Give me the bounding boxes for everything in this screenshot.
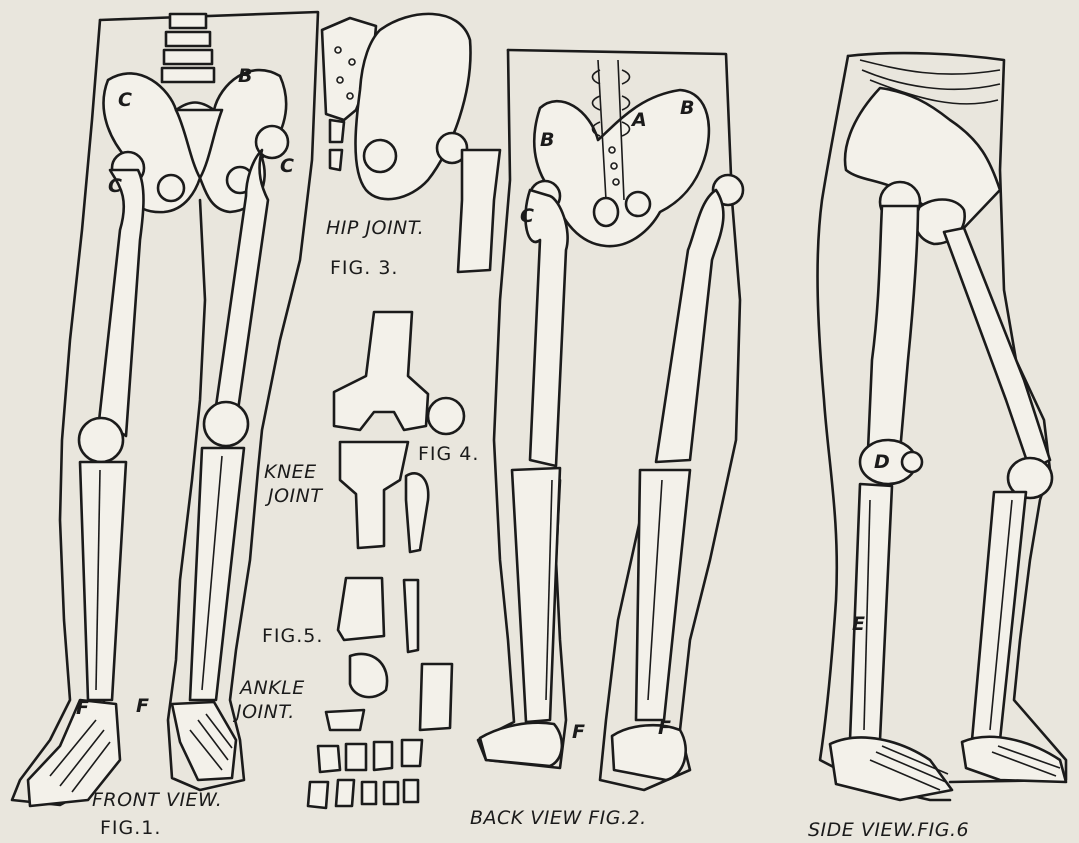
fig1-number-caption: FIG.1. xyxy=(100,817,161,839)
fig1-label-c-upper: C xyxy=(118,89,132,111)
fig1-label-c-right: C xyxy=(280,155,294,177)
fig2-label-b-right: B xyxy=(680,97,694,119)
fig3-title: HIP JOINT. xyxy=(326,217,424,239)
fig1-label-f-right: F xyxy=(136,695,149,717)
fig2-label-f-right: F xyxy=(658,717,671,739)
fig4-knee-joint-drawing: FIG 4. KNEE JOINT xyxy=(264,312,479,552)
fig4-knee-label-line1: KNEE xyxy=(264,461,317,483)
fig4-number-caption: FIG 4. xyxy=(418,443,479,465)
fig6-caption: SIDE VIEW.FIG.6 xyxy=(808,819,969,841)
fig3-hip-joint-drawing: HIP JOINT. FIG. 3. xyxy=(322,14,500,279)
fig3-number-caption: FIG. 3. xyxy=(330,257,398,279)
fig5-number-caption: FIG.5. xyxy=(262,625,323,647)
fig6-label-d: D xyxy=(874,451,890,473)
fig2-label-b-left: B xyxy=(540,129,554,151)
fig2-label-a: A xyxy=(630,109,647,131)
fig5-ankle-label-line1: ANKLE xyxy=(238,677,305,699)
fig6-label-e: E xyxy=(852,613,865,635)
fig6-side-view-drawing: D E SIDE VIEW.FIG.6 xyxy=(808,53,1066,841)
fig5-ankle-joint-drawing: FIG.5. ANKLE JOINT. xyxy=(232,578,452,808)
fig2-back-view-drawing: A B B C F F BACK VIEW FIG.2. xyxy=(470,50,743,829)
fig1-label-c-lower: C xyxy=(108,175,122,197)
fig1-view-caption: FRONT VIEW. xyxy=(92,789,222,811)
fig2-label-f-left: F xyxy=(572,721,585,743)
fig1-label-f-left: F xyxy=(76,697,89,719)
fig2-caption: BACK VIEW FIG.2. xyxy=(470,807,647,829)
fig5-ankle-label-line2: JOINT. xyxy=(232,701,295,723)
fig2-label-c: C xyxy=(520,205,534,227)
fig4-knee-label-line2: JOINT xyxy=(264,485,323,507)
fig1-label-b: B xyxy=(238,65,252,87)
